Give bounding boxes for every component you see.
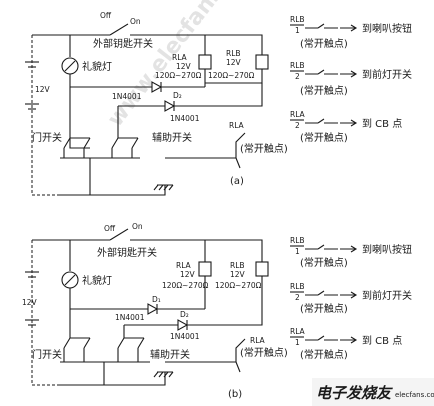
panel-a-contact-1-target: 到喇叭按钮 (362, 22, 412, 35)
panel-a-lamp-label: 礼貌灯 (82, 60, 112, 73)
panel-a-d1-part: 1N4001 (112, 92, 142, 101)
panel-a-key-switch-label: 外部钥匙开关 (93, 37, 153, 50)
panel-b-rlb-res: 120Ω~270Ω (215, 281, 262, 290)
panel-a-rlb-name: RLB (226, 49, 241, 58)
panel-a-rla-contact-name: RLA (229, 121, 245, 130)
panel-a-d2-name: D₂ (173, 91, 182, 100)
panel-b-rla-name: RLA (176, 261, 192, 270)
panel-b-d2-name: D₂ (180, 310, 189, 319)
panel-b-lamp-label: 礼貌灯 (82, 274, 112, 287)
panel-b-contact-3-target: 到 CB 点 (362, 335, 402, 347)
panel-b-rlb-volt: 12V (230, 270, 246, 279)
panel-b-d1-name: D₁ (152, 295, 161, 304)
panel-a-aux-switch (111, 137, 139, 158)
panel-a-contact-1-relay: RLB (290, 15, 305, 24)
panel-b-switch-off: Off (104, 224, 116, 233)
panel-b-rla-contact-name: RLA (250, 336, 266, 345)
panel-a-key-switch (109, 23, 129, 36)
panel-b-door-switch (63, 337, 91, 362)
panel-b-aux-switch-label: 辅助开关 (150, 348, 190, 361)
panel-a-switch-off: Off (100, 11, 112, 20)
panel-b-contact-3: RLA 1 (常开触点) 到 CB 点 (290, 327, 402, 361)
panel-b-contact-2-relay: RLB (290, 282, 305, 291)
panel-a-contact-1-num: 1 (295, 26, 300, 35)
panel-a-d2-part: 1N4001 (170, 114, 200, 123)
panel-b-key-switch (109, 228, 129, 241)
panel-b-door-switch-label: 门开关 (32, 348, 62, 361)
panel-b-rla-res: 120Ω~270Ω (162, 281, 209, 290)
panel-a-rla-volt: 12V (176, 62, 192, 71)
panel-a-contact-1-note: (常开触点) (300, 37, 348, 50)
panel-a-return-wire (31, 35, 60, 196)
panel-a-rla-contact-note: (常开触点) (240, 142, 288, 155)
panel-b-battery-label: 12V (22, 298, 38, 307)
panel-a-rla-contact (165, 132, 246, 159)
panel-a-rla-coil (198, 54, 212, 70)
panel-b-contact-1-num: 1 (295, 247, 300, 256)
panel-b-diode-d1 (147, 303, 159, 315)
panel-a-contact-2-target: 到前灯开关 (362, 68, 412, 81)
logo-en: elecfans.com (395, 391, 434, 399)
panel-b-rlb-coil (255, 261, 269, 277)
panel-b-diode-d2 (177, 319, 189, 331)
panel-b-rla-contact-note: (常开触点) (240, 346, 288, 359)
panel-b-contact-2-note: (常开触点) (300, 302, 348, 315)
panel-b-contact-3-num: 1 (295, 338, 300, 347)
panel-a-battery: 12V (25, 61, 51, 110)
panel-b-contact-1: RLB 1 (常开触点) 到喇叭按钮 (290, 236, 412, 269)
panel-a-switch-on: On (130, 17, 141, 26)
panel-a-contact-1: RLB 1 (常开触点) 到喇叭按钮 (290, 15, 412, 50)
panel-b-return-wire (31, 240, 60, 386)
panel-a-rla-name: RLA (172, 53, 188, 62)
panel-b-ground-symbol (153, 371, 174, 378)
panel-b-key-switch-label: 外部钥匙开关 (97, 246, 157, 259)
panel-a-door-switch (63, 137, 91, 158)
panel-a-rlb-coil (255, 54, 269, 70)
panel-b-switch-on: On (132, 222, 143, 231)
panel-a-rla-res: 120Ω~270Ω (155, 71, 202, 80)
panel-b-contact-3-relay: RLA (290, 327, 306, 336)
panel-a-rlb-volt: 12V (226, 58, 242, 67)
panel-b-rla-volt: 12V (180, 270, 196, 279)
panel-b-contact-1-note: (常开触点) (300, 256, 348, 269)
panel-b-contact-1-relay: RLB (290, 236, 305, 245)
panel-a-contact-2: RLB 2 (常开触点) 到前灯开关 (290, 61, 412, 97)
panel-b-contact-2-target: 到前灯开关 (362, 289, 412, 302)
panel-a: 12V Off On 外部钥匙开关 RLA 12V 120Ω~270Ω RLB … (25, 11, 288, 196)
panel-a-aux-switch-label: 辅助开关 (152, 131, 192, 144)
panel-a-contact-2-note: (常开触点) (300, 84, 348, 97)
panel-b-contact-1-target: 到喇叭按钮 (362, 243, 412, 256)
panel-b-rla-contact (165, 338, 246, 363)
panel-b-contact-3-note: (常开触点) (300, 348, 348, 361)
panel-b-contact-2-num: 2 (295, 293, 300, 302)
site-logo: 电子发烧友 elecfans.com (312, 378, 434, 406)
panel-a-battery-label: 12V (35, 85, 51, 94)
panel-b-rlb-name: RLB (230, 261, 245, 270)
panel-a-contact-2-num: 2 (295, 72, 300, 81)
panel-a-door-switch-label: 门开关 (32, 131, 62, 144)
panel-a-rlb-res: 120Ω~270Ω (208, 71, 255, 80)
logo-cn: 电子发烧友 (316, 384, 393, 402)
panel-b-contact-2: RLB 2 (常开触点) 到前灯开关 (290, 282, 412, 315)
panel-a-contact-3-num: 2 (295, 121, 300, 130)
panel-b-caption: (b) (228, 389, 242, 400)
panel-b-aux-switch (117, 337, 145, 362)
panel-a-contact-2-relay: RLB (290, 61, 305, 70)
panel-a-ground-symbol (153, 184, 174, 191)
panel-b-d2-part: 1N4001 (170, 332, 200, 341)
panel-a-caption: (a) (230, 176, 244, 187)
panel-a-contact-3-target: 到 CB 点 (362, 118, 402, 130)
panel-a-contact-3-relay: RLA (290, 110, 306, 119)
panel-a-contact-3-note: (常开触点) (300, 131, 348, 144)
panel-a-diode-d2 (164, 100, 176, 112)
panel-b-rla-coil (198, 261, 212, 277)
panel-b-battery: 12V (22, 271, 39, 326)
panel-b-d1-part: 1N4001 (115, 313, 145, 322)
panel-b: 12V Off On 外部钥匙开关 RLA 12V 120Ω~270Ω RLB … (22, 222, 288, 400)
panel-a-contact-3: RLA 2 (常开触点) 到 CB 点 (290, 110, 402, 144)
